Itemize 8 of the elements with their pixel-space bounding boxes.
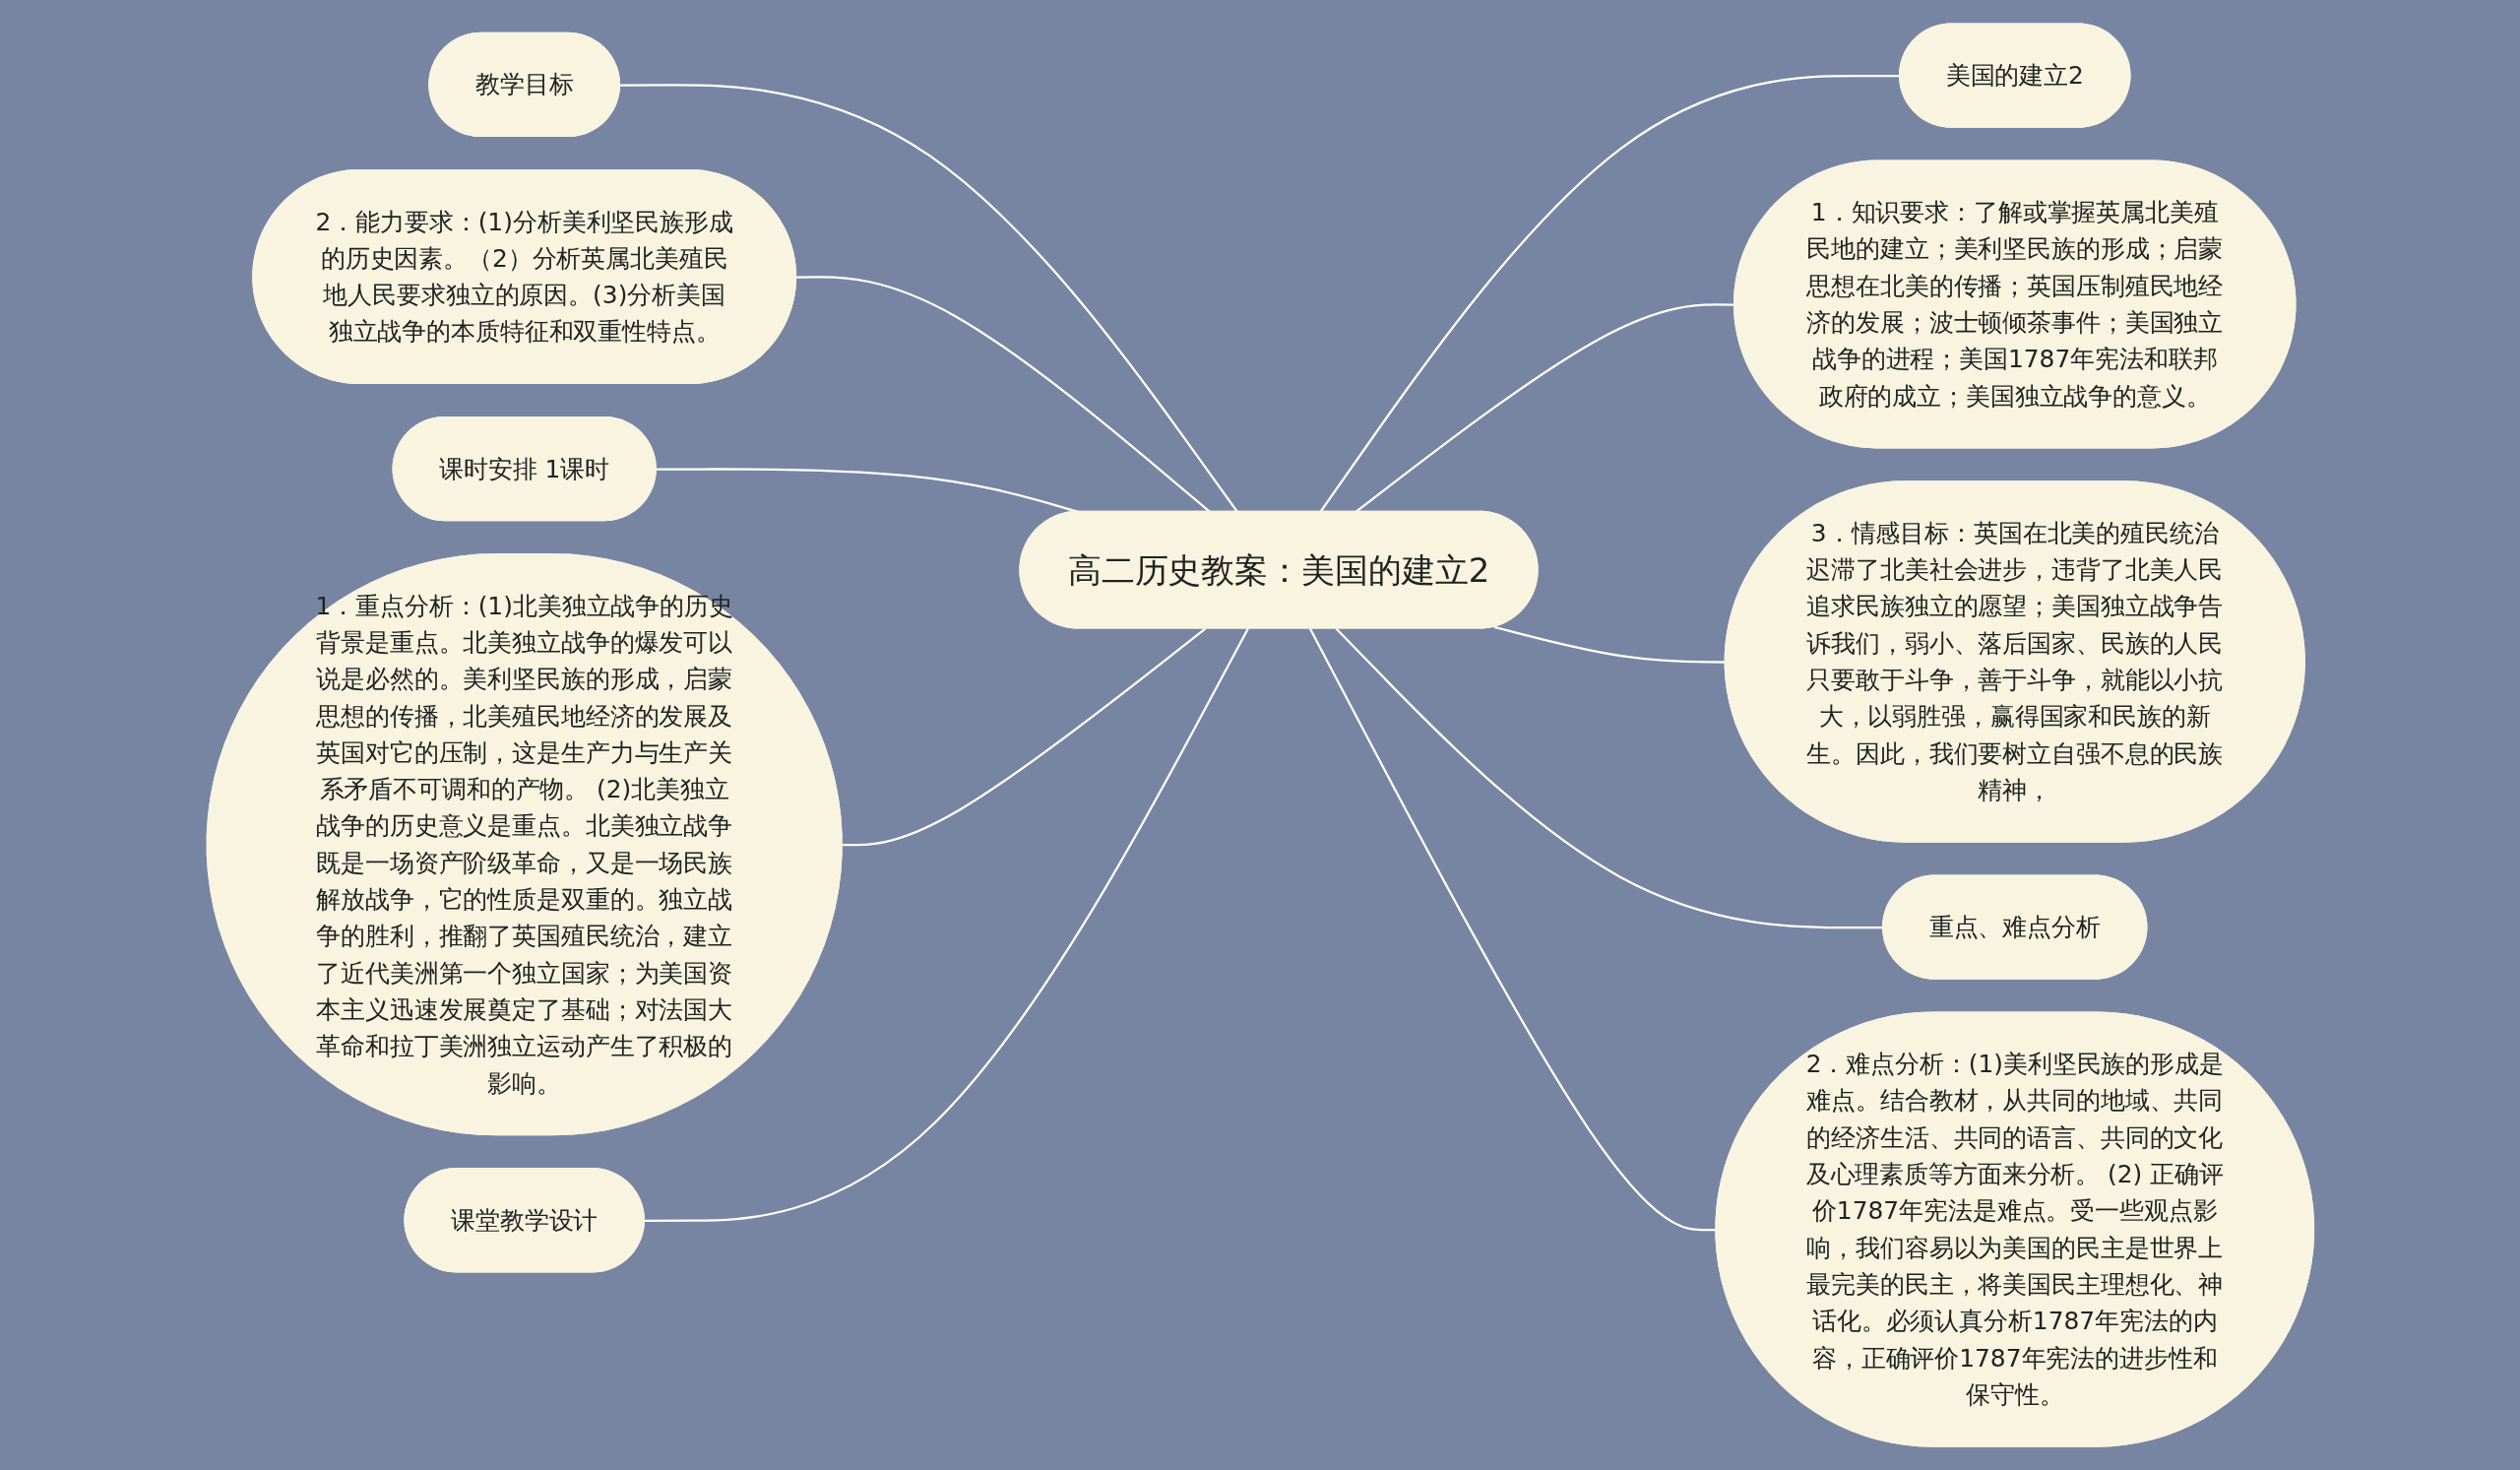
connector: [795, 276, 1211, 513]
connector: [1319, 74, 1900, 513]
connector: [842, 627, 1206, 847]
connector: [1354, 303, 1734, 513]
connector: [619, 84, 1238, 513]
connector: [644, 628, 1249, 1222]
connector: [1335, 627, 1883, 929]
connector: [656, 468, 1079, 513]
